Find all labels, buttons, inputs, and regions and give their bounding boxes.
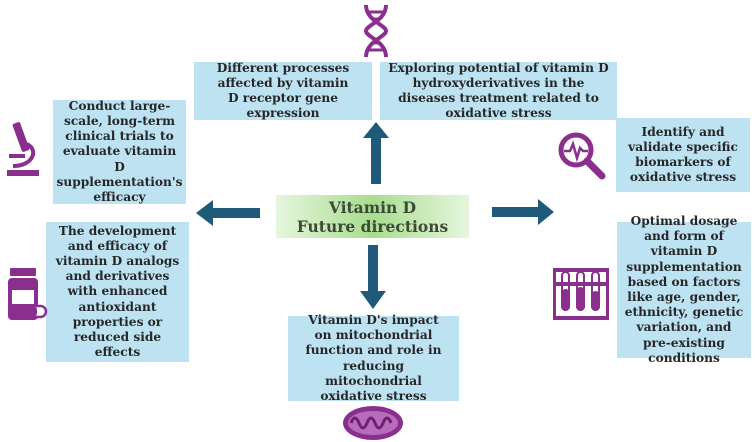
arrow-right bbox=[492, 199, 554, 225]
mitochondrial-box: Vitamin D's impact on mitochondrial func… bbox=[288, 312, 459, 403]
arrow-down bbox=[360, 245, 386, 309]
hydroxyderivatives-box: Exploring potential of vitamin D hydroxy… bbox=[380, 60, 617, 121]
arrow-left bbox=[196, 200, 260, 226]
test-tubes-icon bbox=[553, 268, 609, 320]
center-title-line1: Vitamin D bbox=[328, 197, 417, 217]
clinical-trials-box: Conduct large-scale, long-term clinical … bbox=[53, 98, 186, 205]
mitochondrial-text: Vitamin D's impact on mitochondrial func… bbox=[305, 312, 442, 403]
dosage-text: Optimal dosage and form of vitamin D sup… bbox=[624, 213, 744, 365]
dosage-box: Optimal dosage and form of vitamin D sup… bbox=[617, 214, 751, 365]
center-title-line2: Future directions bbox=[296, 216, 449, 236]
magnifier-pulse-icon bbox=[558, 132, 606, 180]
microscope-icon bbox=[7, 122, 39, 176]
dna-icon bbox=[363, 4, 389, 58]
clinical-trials-text: Conduct large-scale, long-term clinical … bbox=[56, 98, 183, 205]
analogs-text: The development and efficacy of vitamin … bbox=[55, 223, 180, 360]
biomarkers-box: Identify and validate specific biomarker… bbox=[616, 118, 750, 192]
mitochondria-icon bbox=[343, 406, 403, 440]
gene-expression-text: Different processes affected by vitamin … bbox=[216, 60, 350, 121]
center-title-box: Vitamin D Future directions bbox=[276, 195, 469, 238]
gene-expression-box: Different processes affected by vitamin … bbox=[194, 60, 372, 121]
pill-bottle-icon bbox=[8, 268, 48, 320]
biomarkers-text: Identify and validate specific biomarker… bbox=[628, 124, 738, 185]
hydroxyderivatives-text: Exploring potential of vitamin D hydroxy… bbox=[388, 60, 609, 121]
arrow-up bbox=[363, 122, 389, 184]
analogs-box: The development and efficacy of vitamin … bbox=[46, 222, 189, 362]
